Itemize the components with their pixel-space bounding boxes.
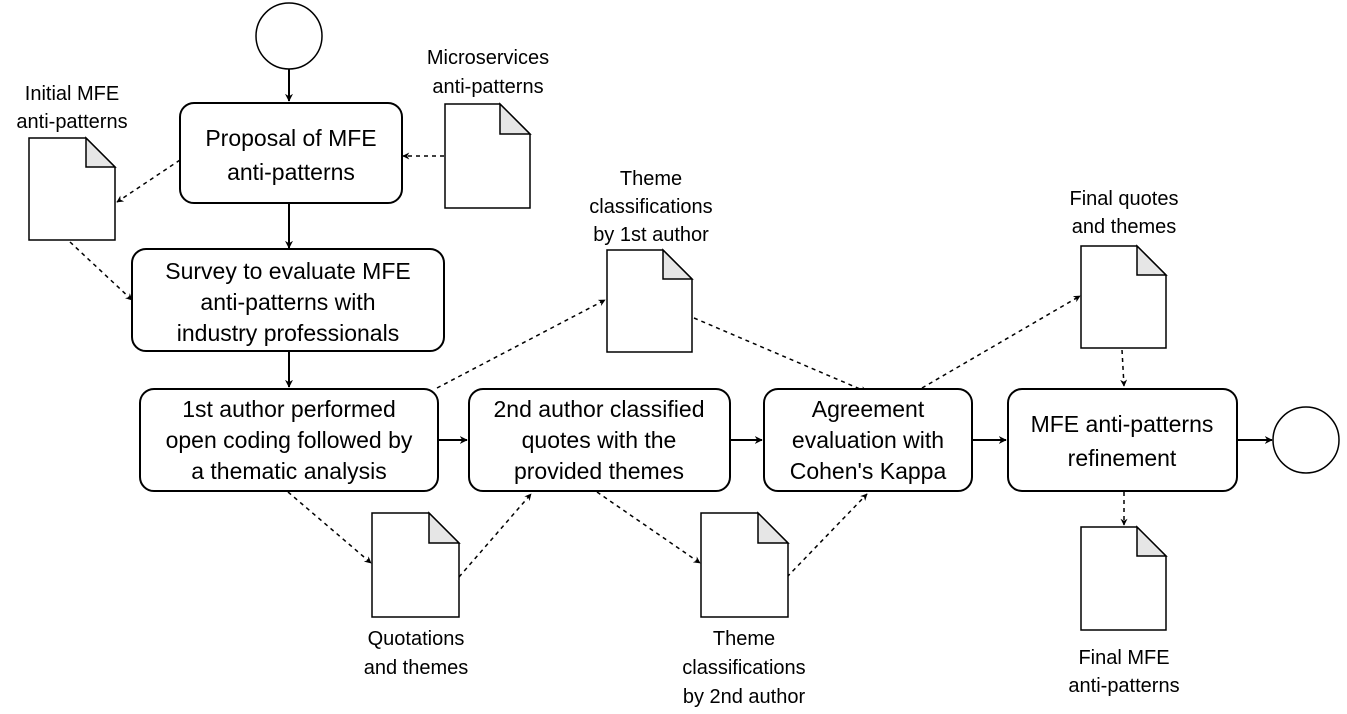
doc-quotations: Quotations and themes [364,511,469,679]
activity-refinement: MFE anti-patterns refinement [1007,388,1238,492]
activity-agreement: Agreement evaluation with Cohen's Kappa [763,388,973,492]
start-event [255,2,323,70]
doc-final-quotes-line-1: Final quotes [1070,188,1179,210]
activity-open-coding: 1st author performed open coding followe… [139,388,439,492]
activity-open-coding-line-1: 1st author performed [182,396,396,422]
activity-classified-line-3: provided themes [514,458,684,484]
activity-open-coding-line-2: open coding followed by [166,427,413,453]
data-associations [69,152,1128,578]
doc-theme-1st-line-3: by 1st author [593,224,709,246]
activity-classified-line-1: 2nd author classified [494,396,705,422]
assoc-finalquotes-to-refinement [1120,349,1128,387]
doc-microservices: Microservices anti-patterns [427,47,549,209]
doc-final-quotes: Final quotes and themes [1070,188,1179,349]
assoc-coding-to-theme1 [436,299,606,389]
doc-initial-line-2: anti-patterns [16,111,127,133]
doc-theme-1st: Theme classifications by 1st author [589,168,713,353]
doc-theme-2nd: Theme classifications by 2nd author [682,511,806,708]
activity-classified-line-2: quotes with the [522,427,677,453]
assoc-theme2-to-agreement [786,493,868,578]
doc-final-mfe: Final MFE anti-patterns [1068,525,1180,697]
activity-agreement-line-1: Agreement [812,396,925,422]
doc-theme-2nd-line-2: classifications [682,657,805,679]
activity-survey: Survey to evaluate MFE anti-patterns wit… [131,248,445,352]
assoc-classified-to-theme2 [596,491,701,564]
assoc-coding-to-quotations [287,491,372,564]
activity-refinement-line-2: refinement [1068,445,1177,471]
doc-theme-2nd-line-1: Theme [713,628,775,650]
assoc-proposal-to-initial [116,159,181,203]
doc-microservices-line-1: Microservices [427,47,549,69]
activity-agreement-line-2: evaluation with [792,427,944,453]
activity-survey-line-3: industry professionals [177,320,399,346]
assoc-agreement-to-finalquotes [921,295,1081,389]
doc-theme-1st-line-2: classifications [589,196,712,218]
doc-quotations-line-2: and themes [364,657,469,679]
doc-quotations-line-1: Quotations [368,628,465,650]
end-event [1272,406,1340,474]
activity-survey-line-2: anti-patterns with [200,289,375,315]
activity-open-coding-line-3: a thematic analysis [191,458,387,484]
activity-agreement-line-3: Cohen's Kappa [790,458,947,484]
doc-initial: Initial MFE anti-patterns [16,83,128,241]
doc-final-quotes-line-2: and themes [1072,216,1177,238]
doc-initial-line-1: Initial MFE [25,83,119,105]
sequence-flows [285,69,1273,444]
doc-theme-2nd-line-3: by 2nd author [683,686,806,708]
activity-classified: 2nd author classified quotes with the pr… [468,388,731,492]
activity-proposal-line-2: anti-patterns [227,159,355,185]
doc-final-mfe-line-1: Final MFE [1078,647,1169,669]
assoc-theme1-to-agreement [693,317,868,393]
doc-theme-1st-line-1: Theme [620,168,682,190]
assoc-quotations-to-classified [458,493,532,578]
doc-final-mfe-line-2: anti-patterns [1068,675,1179,697]
activity-proposal: Proposal of MFE anti-patterns [179,102,403,204]
doc-microservices-line-2: anti-patterns [432,76,543,98]
assoc-initial-to-survey [69,241,133,301]
activity-refinement-line-1: MFE anti-patterns [1031,411,1214,437]
activity-survey-line-1: Survey to evaluate MFE [165,258,410,284]
activity-proposal-line-1: Proposal of MFE [205,125,376,151]
